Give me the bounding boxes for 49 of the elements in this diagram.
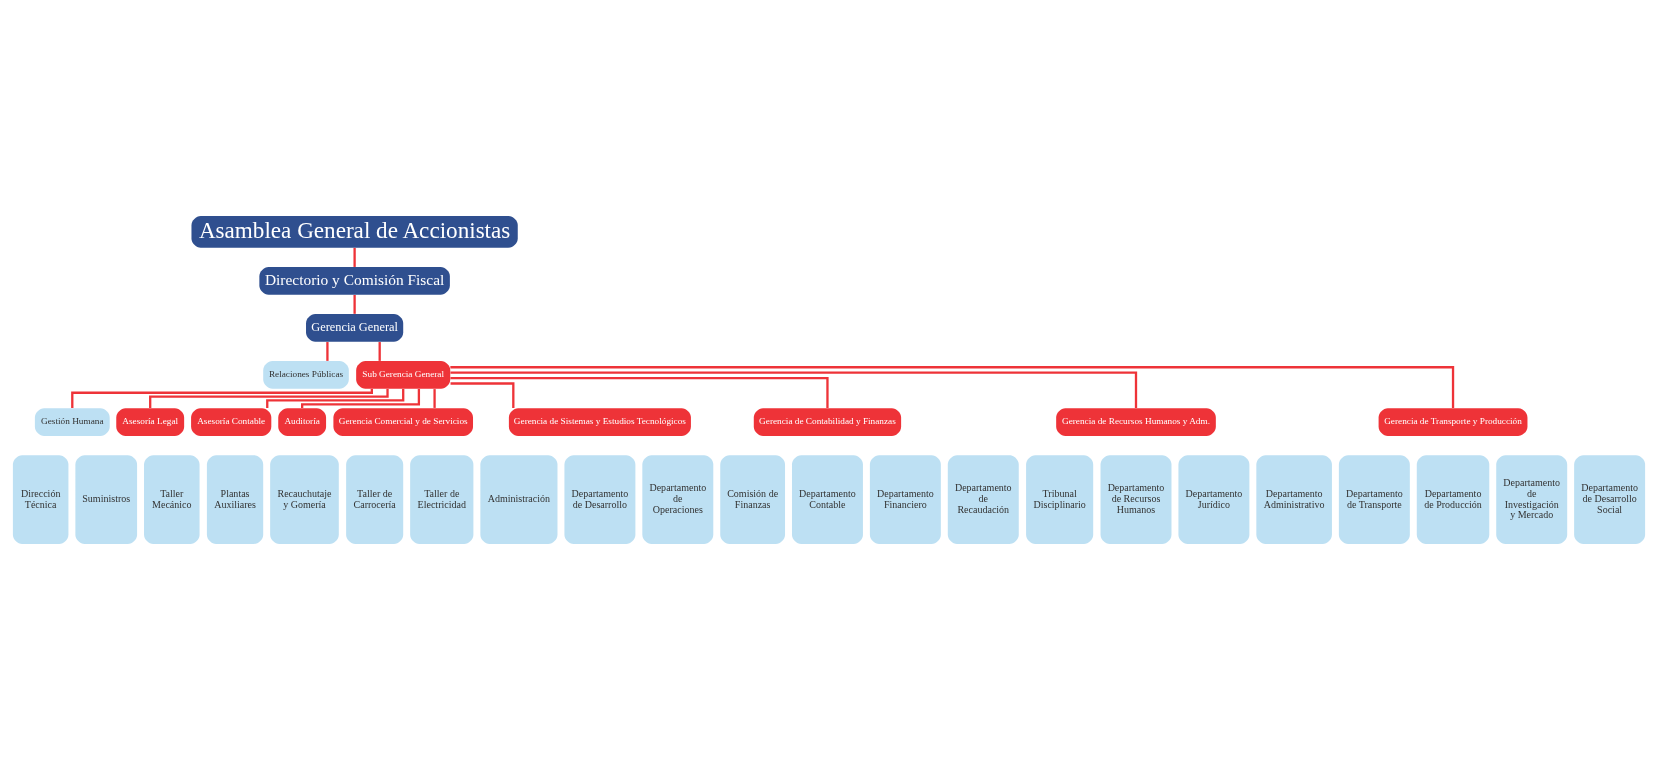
node-box: Gestión Humana (34, 408, 110, 436)
node-box: Relaciones Públicas (263, 361, 349, 389)
node-box: Taller Mecánico (144, 455, 200, 544)
node-box: Departamento de Operaciones (642, 455, 714, 544)
node-box: Plantas Auxiliares (206, 455, 264, 544)
connector (433, 389, 436, 408)
node-box: Dirección Técnica (12, 455, 69, 544)
node-box: Departamento de Recursos Humanos (1100, 455, 1172, 544)
node-box: Taller de Carrocería (346, 455, 404, 544)
node-box: Directorio y Comisión Fiscal (259, 267, 450, 295)
node-box: Asamblea General de Accionistas (191, 216, 518, 248)
node-box: Sub Gerencia General (356, 361, 451, 389)
connector (353, 247, 356, 267)
node-box: Departamento Administrativo (1256, 455, 1332, 544)
node-box: Gerencia de Contabilidad y Finanzas (753, 408, 902, 436)
node-box: Auditoría (278, 408, 327, 436)
node-box: Administración (480, 455, 558, 544)
node-box: Departamento Jurídico (1178, 455, 1250, 544)
node-box: Departamento de Transporte (1338, 455, 1410, 544)
connector (353, 295, 356, 314)
node-box: Comisión de Finanzas (720, 455, 786, 544)
node-box: Gerencia General (306, 314, 404, 342)
node-box: Recauchutaje y Gomería (270, 455, 339, 544)
connector (326, 342, 329, 361)
node-box: Gerencia de Recursos Humanos y Adm. (1056, 408, 1216, 436)
node-box: Departamento de Recaudación (947, 455, 1019, 544)
node-box: Departamento de Investigación y Mercado (1496, 455, 1568, 544)
connector (71, 388, 373, 409)
node-box: Departamento Contable (791, 455, 863, 544)
connector (378, 342, 381, 361)
node-box: Asesoría Legal (116, 408, 185, 436)
connector (450, 376, 829, 409)
node-box: Gerencia de Sistemas y Estudios Tecnológicos (508, 408, 691, 436)
node-box: Gerencia de Transporte y Producción (1378, 408, 1528, 436)
node-box: Gerencia Comercial y de Servicios (333, 408, 473, 436)
node-box: Asesoría Contable (191, 408, 272, 436)
connector (450, 371, 1138, 408)
node-box: Tribunal Disciplinario (1026, 455, 1094, 544)
node-box: Taller de Electricidad (410, 455, 474, 544)
node-box: Departamento de Producción (1416, 455, 1490, 544)
connector (301, 388, 421, 409)
node-box: Departamento Financiero (869, 455, 941, 544)
node-box: Departamento de Desarrollo Social (1574, 455, 1646, 544)
connector (450, 382, 515, 409)
node-box: Departamento de Desarrollo (564, 455, 636, 544)
node-box: Suministros (75, 455, 138, 544)
connector (450, 366, 1455, 408)
connector (266, 388, 405, 408)
connector (149, 389, 389, 409)
